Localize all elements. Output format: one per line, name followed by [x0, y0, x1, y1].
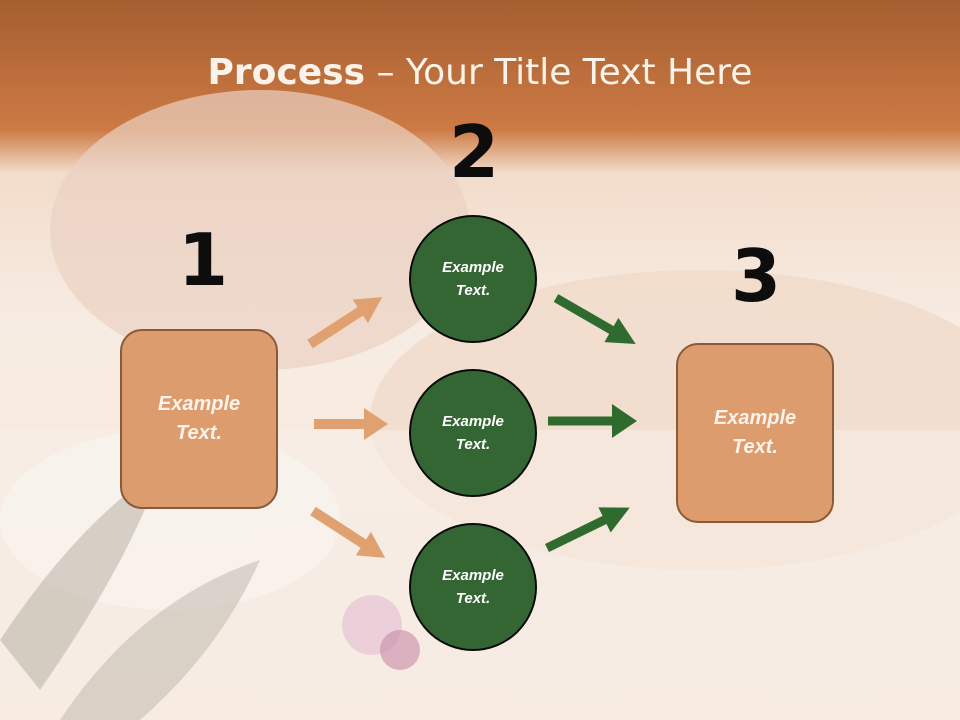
circle-text-line1: Example — [442, 567, 504, 584]
circle-text-line2: Text. — [455, 436, 491, 453]
circle-text-line2: Text. — [455, 282, 491, 299]
step-number-3: 3 — [731, 234, 782, 318]
step-1-text-line1: Example — [157, 393, 241, 415]
title-rest-part: – Your Title Text Here — [365, 52, 753, 93]
circle-text-line1: Example — [442, 259, 504, 276]
slide-title: Process – Your Title Text Here — [0, 52, 960, 93]
step-number-1: 1 — [178, 218, 229, 302]
arrow-right-orange — [314, 408, 388, 440]
arrow-up-right-green — [545, 507, 630, 553]
arrow-down-right-green — [553, 294, 636, 344]
arrow-up-right-orange — [307, 297, 383, 349]
circle-text-line1: Example — [442, 413, 504, 430]
title-bold-part: Process — [207, 52, 366, 93]
step-2-circle-top: Example Text. — [409, 215, 537, 343]
circle-text-line2: Text. — [455, 590, 491, 607]
step-3-text-line2: Text. — [732, 436, 778, 458]
step-1-box: Example Text. — [120, 329, 278, 509]
arrow-right-green — [548, 404, 637, 438]
step-3-text-line1: Example — [713, 407, 797, 429]
step-1-text-line2: Text. — [176, 422, 222, 444]
arrow-down-right-orange — [310, 506, 386, 558]
step-2-circle-middle: Example Text. — [409, 369, 537, 497]
step-number-2: 2 — [449, 110, 500, 194]
step-3-box: Example Text. — [676, 343, 834, 523]
step-2-circle-bottom: Example Text. — [409, 523, 537, 651]
